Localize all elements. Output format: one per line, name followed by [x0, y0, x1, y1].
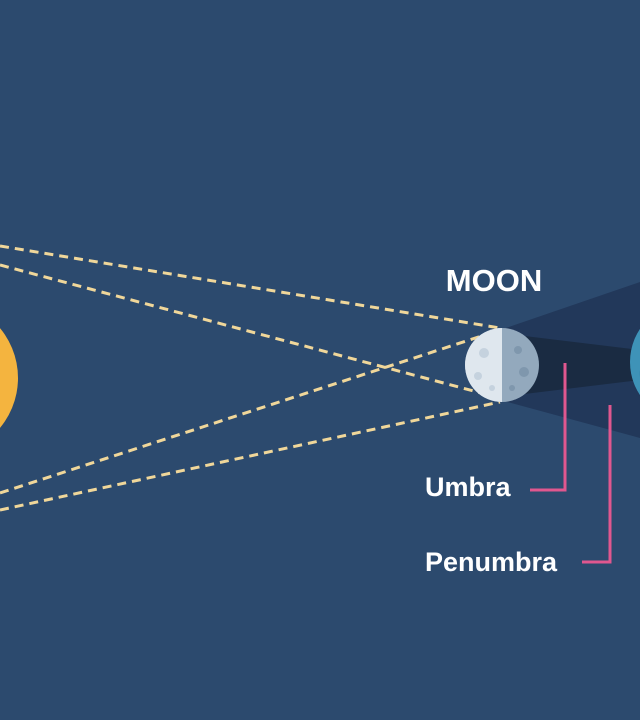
moon-label: MOON: [446, 263, 542, 298]
earth-icon: [630, 328, 640, 400]
light-rays: [0, 244, 501, 512]
penumbra-label: Penumbra: [425, 547, 558, 577]
penumbra-pointer: [582, 405, 612, 564]
ray-cross-top: [0, 263, 501, 400]
ray-cross-bottom: [0, 328, 501, 495]
ray-outer-top: [0, 244, 501, 330]
sun-icon: [0, 328, 18, 428]
moon-icon: [465, 328, 539, 402]
ray-outer-bottom: [0, 400, 501, 512]
umbra-pointer: [530, 363, 567, 492]
umbra-label: Umbra: [425, 472, 512, 502]
